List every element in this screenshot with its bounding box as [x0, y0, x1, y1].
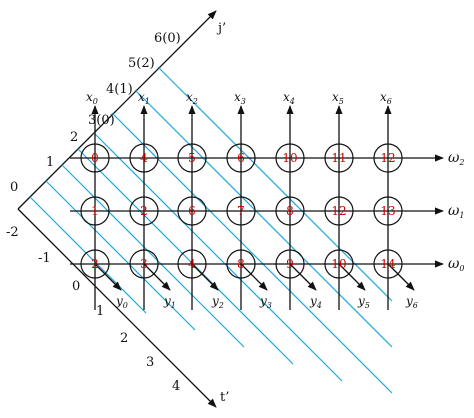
grid-node-value: 10: [282, 151, 297, 165]
j-tick: 4(1): [106, 82, 133, 97]
grid-node-circle: [226, 143, 256, 173]
omega-label: ω1: [448, 203, 465, 220]
grid-node-circle: [80, 143, 110, 173]
diagonal-line: [61, 164, 245, 348]
x-label: x4: [283, 90, 295, 106]
diagonal-line: [45, 180, 196, 331]
grid-lines: [70, 105, 444, 310]
t-tick: 4: [172, 379, 180, 394]
grid-node-circle: [80, 196, 110, 226]
diagonal-line: [134, 89, 393, 348]
left-label: -2: [6, 225, 19, 240]
grid-node-circle: [177, 249, 207, 279]
grid-node-circle: [129, 249, 159, 279]
y-axis-arrow: [191, 263, 219, 291]
x-label: x5: [332, 90, 344, 106]
grid-node-circle: [129, 143, 159, 173]
y-label: y1: [163, 294, 176, 310]
y-axis-arrow: [240, 263, 268, 291]
grid-node-value: 3: [140, 257, 148, 271]
grid-node-value: 2: [140, 204, 148, 218]
grid-node-value: 11: [331, 151, 346, 165]
grid-node-value: 7: [237, 204, 245, 218]
grid-node-circle: [324, 143, 354, 173]
grid-node-circle: [129, 196, 159, 226]
diagonal-line: [93, 132, 343, 382]
omega-label: ω2: [448, 150, 465, 167]
left-label: 1: [46, 155, 54, 170]
grid-node-circle: [226, 249, 256, 279]
t-axis: [17, 208, 217, 408]
x-label: x1: [138, 90, 150, 106]
x-label: x3: [234, 90, 246, 106]
grid-node-circle: [177, 143, 207, 173]
y-label: y2: [211, 294, 224, 310]
grid-node-value: 8: [237, 257, 245, 271]
diagonal-line: [111, 112, 393, 394]
t-tick: 3: [146, 355, 154, 370]
grid-node-value: 6: [188, 204, 196, 218]
grid-node-circle: [275, 249, 305, 279]
y-axis-arrow: [143, 263, 171, 291]
grid-node-value: 12: [380, 151, 395, 165]
left-label: -1: [38, 251, 51, 266]
y-label: y3: [259, 294, 272, 310]
grid-node-value: 13: [380, 204, 395, 218]
y-axis-arrow: [289, 263, 317, 291]
grid-node-value: 14: [380, 257, 396, 271]
j-tick: 2: [70, 130, 78, 145]
grid-node-circle: [324, 249, 354, 279]
x-labels: x0 x1 x2 x3 x4 x5 x6: [86, 90, 392, 106]
omega-label: ω0: [448, 256, 465, 273]
j-tick: 5(2): [128, 56, 155, 71]
grid-node-circle: [324, 196, 354, 226]
omega-labels: ω2 ω1 ω0: [448, 150, 465, 273]
grid-node-value: 9: [286, 257, 294, 271]
x-label: x2: [186, 90, 198, 106]
grid-node-circle: [373, 143, 403, 173]
grid-node-value: 2: [91, 257, 99, 271]
grid-node-circle: [226, 196, 256, 226]
grid-node-circle: [275, 196, 305, 226]
grid-node-value: 1: [91, 204, 99, 218]
y-label: y5: [357, 294, 370, 310]
j-axis-label: j’: [216, 21, 226, 36]
left-label: 0: [10, 180, 18, 195]
grid-node-value: 4: [188, 257, 196, 271]
grid-node-value: 6: [237, 151, 245, 165]
grid-node-value: 10: [331, 257, 346, 271]
grid-node-value: 5: [188, 151, 196, 165]
y-axis-arrow: [94, 263, 122, 291]
y-labels: y0 y1 y2 y3 y4 y5 y6: [115, 294, 418, 310]
y-axis-arrow: [338, 263, 366, 291]
t-tick: 1: [96, 304, 104, 319]
x-label: x0: [86, 90, 98, 106]
y-label: y6: [405, 294, 418, 310]
y-label: y0: [115, 294, 128, 310]
grid-node-circle: [275, 143, 305, 173]
grid-node-value: 4: [140, 151, 148, 165]
t-tick: 2: [120, 331, 128, 346]
t-axis-label: t’: [220, 390, 229, 405]
y-label: y4: [309, 294, 322, 310]
j-tick: 3(0): [88, 113, 115, 128]
grid-node-value: 12: [331, 204, 346, 218]
grid-node-circle: [373, 196, 403, 226]
j-tick: 6(0): [154, 31, 181, 46]
j-axis: [17, 10, 217, 210]
grid-node-value: 8: [286, 204, 294, 218]
y-axis-arrow: [387, 263, 415, 291]
grid-node-circle: [80, 249, 110, 279]
x-label: x6: [380, 90, 392, 106]
diagonal-line: [29, 196, 147, 314]
grid-node-circle: [177, 196, 207, 226]
grid-node-circle: [373, 249, 403, 279]
t-tick: 0: [72, 279, 80, 294]
grid-node-value: 0: [91, 151, 99, 165]
diagonal-lines: [29, 66, 393, 394]
diagonal-line: [77, 148, 294, 365]
